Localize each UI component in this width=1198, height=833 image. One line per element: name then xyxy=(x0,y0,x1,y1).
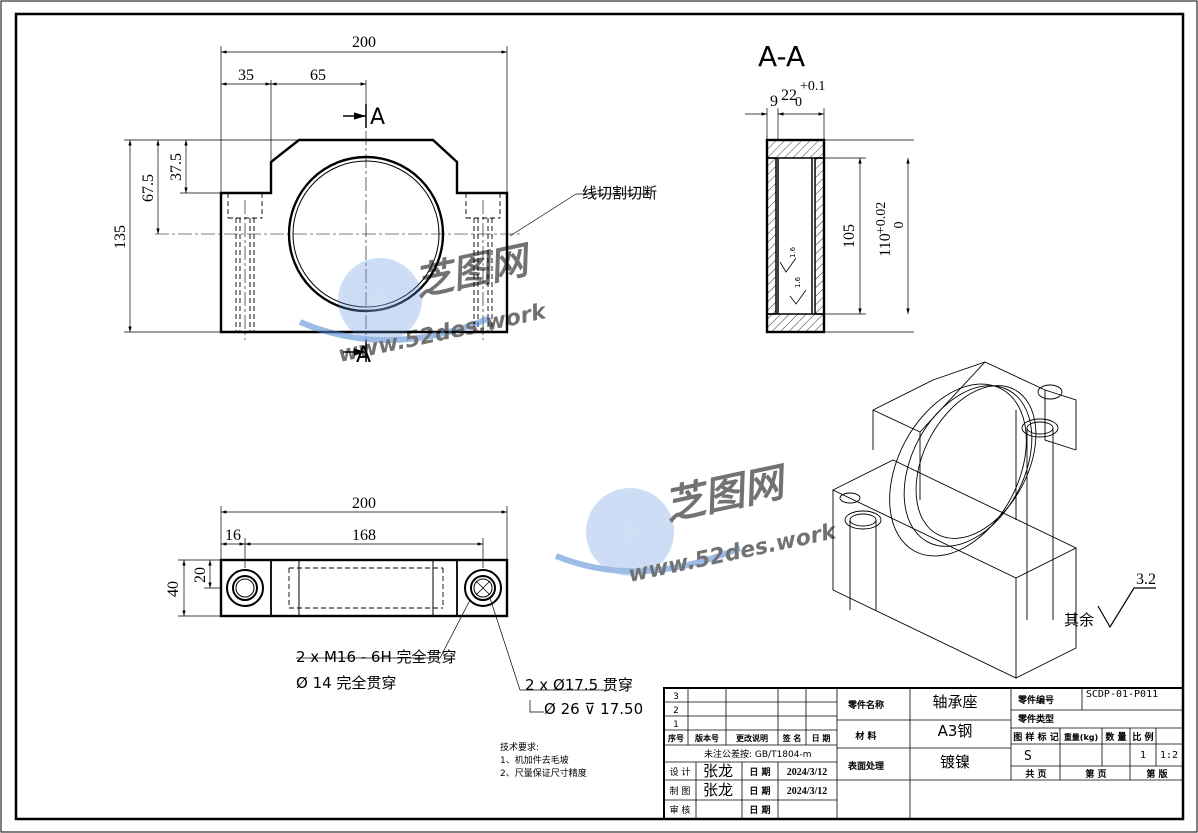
section-label-bottom: A xyxy=(356,343,371,368)
designer-name: 张龙 xyxy=(703,762,733,780)
top-view xyxy=(178,506,610,713)
title-block xyxy=(663,687,1184,820)
part-no-label: 零件编号 xyxy=(1017,694,1054,706)
date-label-3: 日 期 xyxy=(749,804,770,816)
part-no: SCDP-01-P011 xyxy=(1086,689,1158,700)
stage-value: S xyxy=(1024,749,1032,764)
watermark-1: 芝图网 www.52des.work xyxy=(298,237,550,368)
dim-bore: 110 xyxy=(877,233,894,256)
dim-overall-height: 135 xyxy=(112,225,129,249)
qty-value: 1 xyxy=(1140,750,1146,761)
watermark-brand-1: 芝图网 xyxy=(411,237,537,305)
dim-depth: 40 xyxy=(165,581,182,597)
sheet-label: 第 页 xyxy=(1085,768,1106,780)
dim-overall-width: 200 xyxy=(352,34,376,51)
part-name-label: 零件名称 xyxy=(847,699,884,711)
date-label-1: 日 期 xyxy=(749,766,770,778)
dim-top-edge: 16 xyxy=(225,527,241,544)
tech-item-1: 1、机加件去毛坡 xyxy=(500,754,569,766)
watermark-brand-2: 芝图网 xyxy=(661,459,794,530)
title-block-text: 3 2 1 序号 版本号 更改说明 签 名 日 期 未注公差按: GB/T180… xyxy=(668,689,1178,816)
dim-top-overall-width: 200 xyxy=(352,495,376,512)
isometric-view xyxy=(831,361,1078,679)
weight-label: 重量(kg) xyxy=(1064,732,1098,742)
rev-row-1: 1 xyxy=(673,720,679,730)
reviewer-label: 审 核 xyxy=(670,804,691,816)
dim-left-step: 35 xyxy=(238,67,254,84)
dim-center-height: 67.5 xyxy=(140,174,157,202)
top-view-labels: 200 16 168 20 40 2 x M16 - 6H 完全贯穿 Ø 14 … xyxy=(165,495,643,718)
dim-slot: 22 xyxy=(781,87,797,104)
surface-treatment: 镀镍 xyxy=(940,753,970,771)
surface-finish-label: 其余 xyxy=(1064,611,1094,629)
dim-bore-tol-lower: 0 xyxy=(892,222,907,229)
drafter-name: 张龙 xyxy=(703,781,733,799)
designer-label: 设 计 xyxy=(670,766,691,778)
rev-header-sign: 签 名 xyxy=(782,733,802,743)
front-view-labels: 200 35 65 37.5 67.5 135 A A 线切割切断 xyxy=(112,34,657,368)
tech-heading: 技术要求: xyxy=(500,741,539,753)
section-title: A-A xyxy=(758,40,805,73)
note-wire-cut: 线切割切断 xyxy=(582,184,657,202)
note-thread-2: Ø 14 完全贯穿 xyxy=(296,674,396,692)
scale-value: 1:2 xyxy=(1160,750,1178,761)
rev-row-3: 3 xyxy=(673,692,679,702)
surface-finish-symbol xyxy=(1097,587,1156,629)
dim-slot-tol-lower: 0 xyxy=(795,95,802,110)
date-value-1: 2024/3/12 xyxy=(787,767,828,778)
dim-inner: 105 xyxy=(841,224,858,248)
sheet-total-label: 共 页 xyxy=(1025,768,1046,780)
section-view-labels: A-A 9 22 +0.1 0 105 110 +0.02 0 1.6 1.6 xyxy=(758,40,907,288)
material: A3钢 xyxy=(938,722,973,740)
surface-label: 表面处理 xyxy=(847,760,884,772)
note-hole-1: 2 x Ø17.5 贯穿 xyxy=(525,676,633,694)
rev-header-change: 更改说明 xyxy=(736,733,768,743)
drafter-label: 制 图 xyxy=(670,785,691,797)
finish-mark-1: 1.6 xyxy=(789,246,797,258)
qty-label: 数 量 xyxy=(1105,731,1126,743)
front-view xyxy=(124,46,650,362)
surface-finish-value: 3.2 xyxy=(1136,571,1156,588)
tolerance-note: 未注公差按: GB/T1804-m xyxy=(704,748,812,760)
dim-bore-tol-upper: +0.02 xyxy=(874,202,889,234)
dim-center-offset: 65 xyxy=(310,67,326,84)
dim-section-width: 9 xyxy=(770,93,778,110)
rev-header-no: 序号 xyxy=(668,733,684,743)
note-thread-1: 2 x M16 - 6H 完全贯穿 xyxy=(296,648,457,666)
tech-requirements: 技术要求: 1、机加件去毛坡 2、尺量保证尺寸精度 xyxy=(500,741,587,779)
stage-label: 图 样 标 记 xyxy=(1013,731,1058,743)
part-type-label: 零件类型 xyxy=(1017,713,1054,725)
material-label: 材 料 xyxy=(854,730,876,742)
section-label-top: A xyxy=(370,105,385,130)
dim-hole-spacing: 168 xyxy=(352,527,376,544)
finish-mark-2: 1.6 xyxy=(794,276,802,288)
date-label-2: 日 期 xyxy=(749,785,770,797)
rev-header-version: 版本号 xyxy=(694,733,719,743)
watermark-2: 芝图网 www.52des.work xyxy=(554,459,840,588)
section-view xyxy=(745,108,914,334)
dim-upper-height: 37.5 xyxy=(168,153,185,181)
dim-slot-tol-upper: +0.1 xyxy=(800,79,825,94)
dim-half-depth: 20 xyxy=(192,567,209,583)
part-name: 轴承座 xyxy=(932,693,977,711)
tech-item-2: 2、尺量保证尺寸精度 xyxy=(500,767,587,779)
note-hole-2: Ø 26 ⊽ 17.50 xyxy=(544,700,643,718)
scale-label: 比 例 xyxy=(1132,731,1153,743)
version-label: 第 版 xyxy=(1146,768,1167,780)
date-value-2: 2024/3/12 xyxy=(787,786,828,797)
rev-header-date: 日 期 xyxy=(812,733,831,743)
rev-row-2: 2 xyxy=(673,706,679,716)
